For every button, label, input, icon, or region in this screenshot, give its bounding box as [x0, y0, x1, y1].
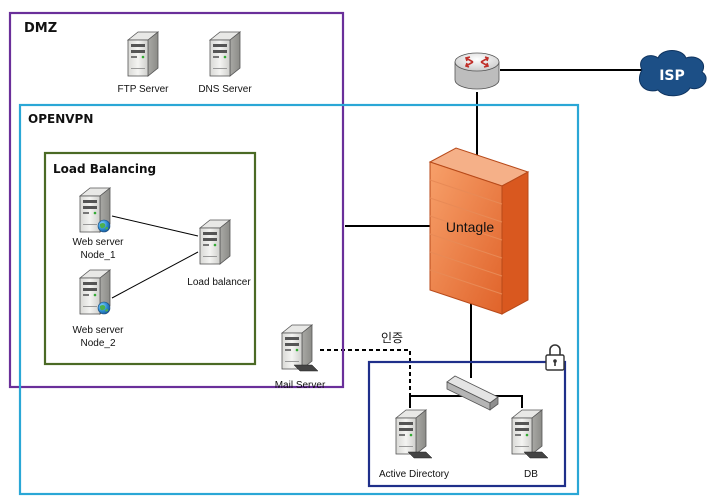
zone-openvpn-label: OPENVPN [28, 112, 93, 126]
ftp-server[interactable]: FTP Server [118, 31, 170, 95]
link-web2-lb [111, 251, 199, 299]
active-directory-label: Active Directory [379, 469, 449, 480]
lock-icon [545, 344, 565, 371]
web-server-2-label-line1: Web server [73, 325, 125, 336]
zone-openvpn [18, 103, 580, 496]
zone-load-balancing-label: Load Balancing [53, 162, 156, 176]
web-server-1-label-line2: Node_1 [80, 250, 115, 261]
zone-secure-lan [367, 360, 567, 488]
active-directory-server[interactable]: Active Directory [379, 409, 449, 480]
firewall-icon [428, 147, 530, 315]
dns-server[interactable]: DNS Server [198, 31, 252, 95]
switch-icon [446, 375, 499, 411]
web-server-1-label-line1: Web server [73, 237, 125, 248]
dns-server-label: DNS Server [198, 84, 252, 95]
load-balancer[interactable]: Load balancer [187, 219, 251, 288]
server-icon [199, 219, 231, 265]
switch[interactable] [446, 375, 499, 411]
isp-cloud[interactable]: ISP [638, 50, 707, 97]
router[interactable] [454, 52, 500, 90]
mail-server[interactable]: Mail Server [275, 324, 326, 391]
db-server[interactable]: DB [511, 409, 549, 480]
zone-dmz [8, 11, 345, 389]
firewall-untagle[interactable]: Untagle [428, 147, 530, 315]
web-server-node-2[interactable]: Web server Node_2 [73, 269, 125, 349]
auth-label: 인증 [381, 331, 403, 345]
keyboard-icon [523, 451, 549, 459]
zone-load-balancing [43, 151, 257, 366]
db-label: DB [524, 469, 538, 480]
router-icon [454, 52, 500, 90]
web-server-2-label-line2: Node_2 [80, 338, 115, 349]
server-icon [209, 31, 241, 77]
globe-icon [97, 301, 111, 315]
link-web1-lb [111, 215, 199, 237]
links [111, 69, 645, 408]
zone-dmz-label: DMZ [24, 21, 57, 36]
link-mail-ad-auth [320, 349, 411, 408]
load-balancer-label: Load balancer [187, 277, 251, 288]
ftp-server-label: FTP Server [118, 84, 170, 95]
server-icon [511, 409, 543, 455]
globe-icon [97, 219, 111, 233]
web-server-node-1[interactable]: Web server Node_1 [73, 187, 125, 261]
server-icon [127, 31, 159, 77]
keyboard-icon [407, 451, 433, 459]
keyboard-icon [293, 364, 319, 372]
server-icon [281, 324, 313, 370]
cloud-icon [638, 50, 707, 97]
server-icon [395, 409, 427, 455]
mail-server-label: Mail Server [275, 380, 326, 391]
isp-label: ISP [659, 68, 685, 84]
firewall-label: Untagle [446, 219, 494, 235]
